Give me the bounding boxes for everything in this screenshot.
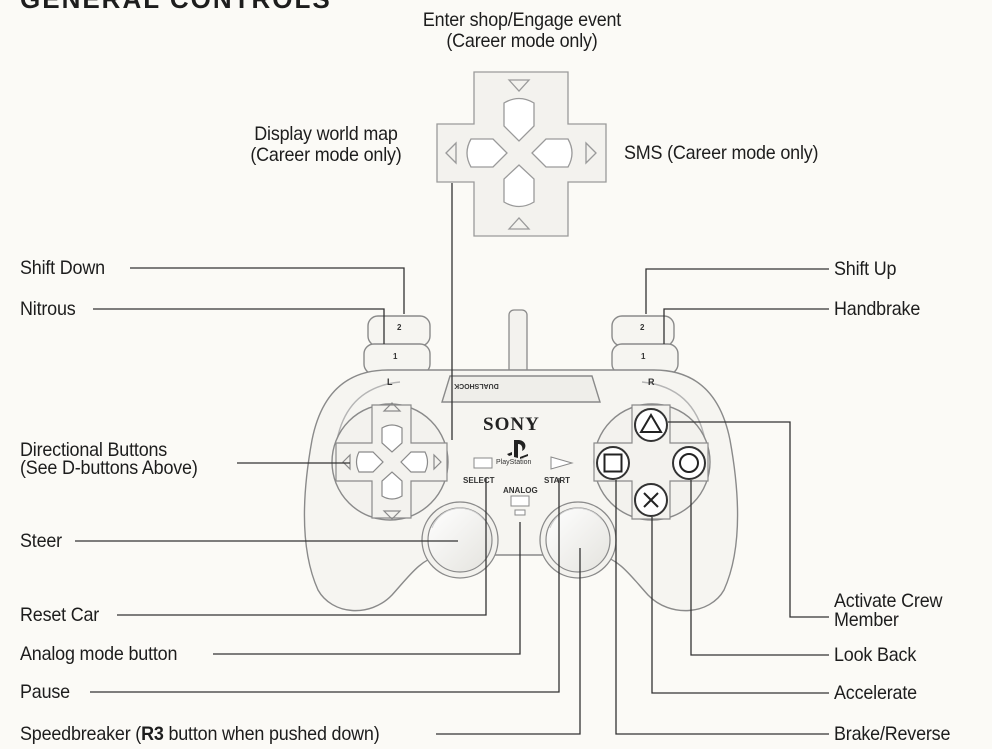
- accelerate-label: Accelerate: [834, 682, 917, 704]
- analog-button-icon: [510, 495, 530, 507]
- dualshock-text: DUALSHOCK: [454, 382, 499, 389]
- shift-up-label: Shift Up: [834, 258, 897, 280]
- dpad-right-label: SMS (Career mode only): [624, 142, 819, 164]
- pause-label: Pause: [20, 681, 70, 703]
- dpad-up-line1: Enter shop/Engage event: [422, 9, 622, 31]
- dpad-left-line2: (Career mode only): [250, 144, 402, 166]
- look-back-label: Look Back: [834, 644, 917, 666]
- speedbreaker-r3: R3: [141, 723, 164, 745]
- start-button-icon: [550, 456, 574, 470]
- shift-down-label: Shift Down: [20, 257, 105, 279]
- dpad-up-line2: (Career mode only): [446, 30, 598, 52]
- circle-button-icon: [672, 446, 706, 480]
- speedbreaker-pre: Speedbreaker (: [20, 723, 142, 745]
- r2-text: 2: [640, 323, 645, 332]
- nitrous-label: Nitrous: [20, 298, 76, 320]
- activate-crew-line1: Activate Crew: [834, 590, 943, 612]
- left-analog-stick: [421, 501, 499, 579]
- dpad-left-line1: Display world map: [254, 123, 398, 145]
- reset-car-label: Reset Car: [20, 604, 100, 626]
- playstation-logo-text: PlayStation: [496, 459, 532, 466]
- analog-led-icon: [514, 509, 526, 516]
- r1-text: 1: [641, 352, 646, 361]
- activate-crew-line2: Member: [834, 609, 899, 631]
- cross-button-icon: [634, 483, 668, 517]
- playstation-logo: [507, 440, 528, 459]
- speedbreaker-label: Speedbreaker (R3 button when pushed down…: [20, 723, 380, 745]
- triangle-button-icon: [634, 408, 668, 442]
- directional-buttons-label: Directional Buttons (See D-buttons Above…: [20, 439, 198, 479]
- square-button-icon: [596, 446, 630, 480]
- l-shoulder-text: L: [387, 377, 393, 387]
- directional-line2: (See D-buttons Above): [20, 457, 198, 479]
- handbrake-label: Handbrake: [834, 298, 921, 320]
- speedbreaker-post: button when pushed down): [163, 723, 380, 745]
- directional-line1: Directional Buttons: [20, 439, 168, 461]
- dpad-left-label: Display world map (Career mode only): [234, 124, 418, 166]
- start-text: START: [544, 476, 571, 485]
- dpad-up-label: Enter shop/Engage event (Career mode onl…: [384, 10, 660, 52]
- l2-text: 2: [397, 323, 402, 332]
- activate-crew-label: Activate Crew Member: [834, 590, 943, 631]
- brake-reverse-label: Brake/Reverse: [834, 723, 951, 745]
- large-dpad-icon: [436, 71, 607, 237]
- select-button-icon: [473, 457, 493, 469]
- r-shoulder-text: R: [648, 377, 655, 387]
- leader-lines: [75, 183, 829, 735]
- face-buttons: [593, 404, 709, 520]
- analog-text: ANALOG: [503, 486, 538, 495]
- small-dpad-icon: [335, 402, 448, 520]
- sony-brand-text: SONY: [483, 414, 540, 435]
- analog-mode-label: Analog mode button: [20, 643, 178, 665]
- select-text: SELECT: [463, 476, 495, 485]
- steer-label: Steer: [20, 530, 62, 552]
- l1-text: 1: [393, 352, 398, 361]
- page-heading: GENERAL CONTROLS: [20, 0, 332, 15]
- right-analog-stick: [539, 501, 617, 579]
